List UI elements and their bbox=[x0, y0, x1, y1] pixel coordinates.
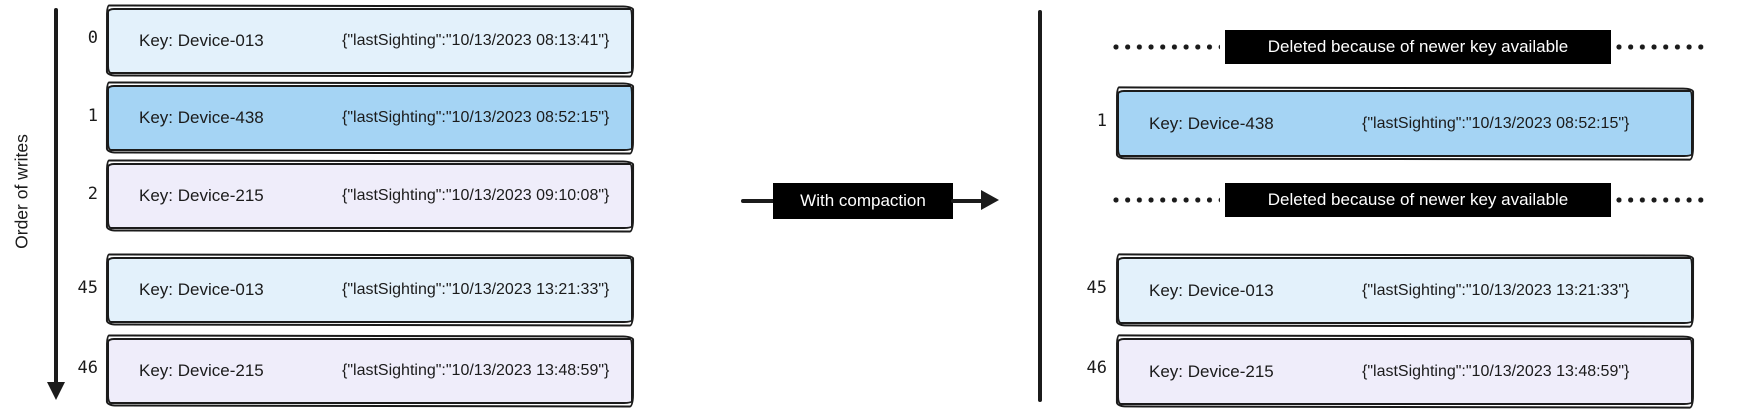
record-value: {"lastSighting":"10/13/2023 08:52:15"} bbox=[342, 109, 610, 126]
compaction-arrowhead-icon bbox=[981, 190, 999, 210]
log-record-row: Key: Device-013 {"lastSighting":"10/13/2… bbox=[107, 257, 633, 323]
log-record-row: Key: Device-215 {"lastSighting":"10/13/2… bbox=[107, 163, 633, 229]
record-value: {"lastSighting":"10/13/2023 08:13:41"} bbox=[342, 32, 610, 49]
order-of-writes-label: Order of writes bbox=[11, 134, 32, 249]
record-key: Key: Device-013 bbox=[1149, 280, 1274, 300]
deleted-record-label: Deleted because of newer key available bbox=[1225, 30, 1611, 64]
record-key: Key: Device-013 bbox=[139, 280, 264, 299]
write-index-label: 46 bbox=[77, 358, 98, 378]
tombstone-dotted-line-right bbox=[1616, 197, 1705, 203]
record-value: {"lastSighting":"10/13/2023 13:48:59"} bbox=[1362, 362, 1630, 380]
write-index-label: 2 bbox=[87, 184, 98, 204]
order-of-writes-arrow-line bbox=[54, 8, 58, 384]
record-key: Key: Device-013 bbox=[139, 31, 264, 50]
record-value: {"lastSighting":"10/13/2023 13:21:33"} bbox=[342, 281, 610, 298]
tombstone-dotted-line-left bbox=[1113, 197, 1220, 203]
log-record-row: Key: Device-013 {"lastSighting":"10/13/2… bbox=[107, 8, 633, 74]
order-of-writes-arrowhead-icon bbox=[46, 382, 65, 400]
with-compaction-label: With compaction bbox=[773, 183, 953, 219]
write-index-label: 45 bbox=[1086, 278, 1107, 298]
write-index-label: 46 bbox=[1086, 358, 1107, 378]
record-value: {"lastSighting":"10/13/2023 09:10:08"} bbox=[342, 187, 610, 204]
record-key: Key: Device-215 bbox=[139, 186, 264, 205]
write-index-label: 45 bbox=[77, 278, 98, 298]
deleted-record-label: Deleted because of newer key available bbox=[1225, 183, 1611, 217]
log-record-row: Key: Device-438 {"lastSighting":"10/13/2… bbox=[107, 85, 633, 151]
compaction-arrow-line bbox=[741, 199, 776, 203]
record-key: Key: Device-438 bbox=[1149, 113, 1274, 133]
write-index-label: 0 bbox=[87, 28, 98, 48]
write-index-label: 1 bbox=[1096, 111, 1107, 131]
record-value: {"lastSighting":"10/13/2023 08:52:15"} bbox=[1362, 114, 1630, 132]
record-value: {"lastSighting":"10/13/2023 13:21:33"} bbox=[1362, 281, 1630, 299]
record-value: {"lastSighting":"10/13/2023 13:48:59"} bbox=[342, 362, 610, 379]
compaction-arrow-line bbox=[951, 199, 984, 203]
write-index-label: 1 bbox=[87, 106, 98, 126]
tombstone-dotted-line-left bbox=[1113, 44, 1220, 50]
log-record-row: Key: Device-013 {"lastSighting":"10/13/2… bbox=[1117, 257, 1693, 324]
log-record-row: Key: Device-215 {"lastSighting":"10/13/2… bbox=[1117, 338, 1693, 405]
record-key: Key: Device-438 bbox=[139, 108, 264, 127]
log-boundary-line bbox=[1038, 10, 1042, 402]
record-key: Key: Device-215 bbox=[139, 361, 264, 380]
log-record-row: Key: Device-215 {"lastSighting":"10/13/2… bbox=[107, 338, 633, 404]
tombstone-dotted-line-right bbox=[1616, 44, 1705, 50]
log-record-row: Key: Device-438 {"lastSighting":"10/13/2… bbox=[1117, 90, 1693, 157]
record-key: Key: Device-215 bbox=[1149, 361, 1274, 381]
